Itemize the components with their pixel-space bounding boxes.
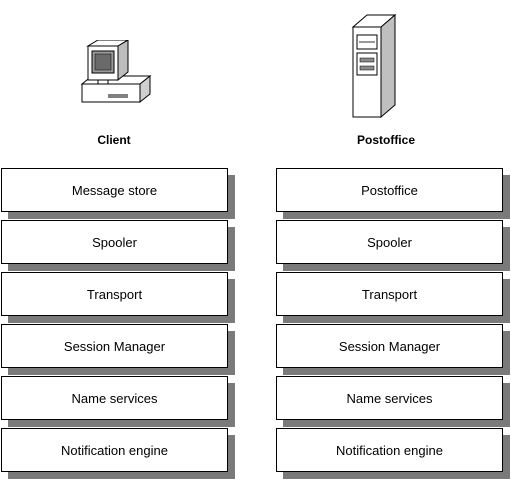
client-layer-session-manager: Session Manager	[1, 324, 228, 368]
client-layer-message-store: Message store	[1, 168, 228, 212]
postoffice-title: Postoffice	[356, 133, 415, 147]
client-layer-name-services: Name services	[1, 376, 228, 420]
layer-label: Transport	[361, 286, 418, 302]
layer-label: Name services	[71, 390, 158, 406]
client-layer-notification-engine: Notification engine	[1, 428, 228, 472]
postoffice-layer-transport: Transport	[276, 272, 503, 316]
client-stack: Message store Spooler Transport Session …	[1, 168, 228, 480]
layer-label: Name services	[346, 390, 433, 406]
client-layer-spooler: Spooler	[1, 220, 228, 264]
layer-label: Postoffice	[361, 182, 418, 198]
postoffice-layer-session-manager: Session Manager	[276, 324, 503, 368]
postoffice-layer-notification-engine: Notification engine	[276, 428, 503, 472]
layer-label: Spooler	[92, 234, 137, 250]
client-layer-transport: Transport	[1, 272, 228, 316]
postoffice-layer-postoffice: Postoffice	[276, 168, 503, 212]
client-title: Client	[97, 133, 131, 147]
postoffice-stack: Postoffice Spooler Transport Session Man…	[276, 168, 503, 480]
layer-label: Transport	[86, 286, 143, 302]
layer-label: Notification engine	[336, 442, 443, 458]
layer-label: Session Manager	[63, 338, 166, 354]
layer-label: Session Manager	[338, 338, 441, 354]
layer-label: Spooler	[367, 234, 412, 250]
postoffice-layer-name-services: Name services	[276, 376, 503, 420]
server-tower-icon	[351, 13, 397, 119]
postoffice-layer-spooler: Spooler	[276, 220, 503, 264]
desktop-computer-icon	[80, 40, 152, 104]
layer-label: Message store	[71, 182, 158, 198]
layer-label: Notification engine	[61, 442, 168, 458]
